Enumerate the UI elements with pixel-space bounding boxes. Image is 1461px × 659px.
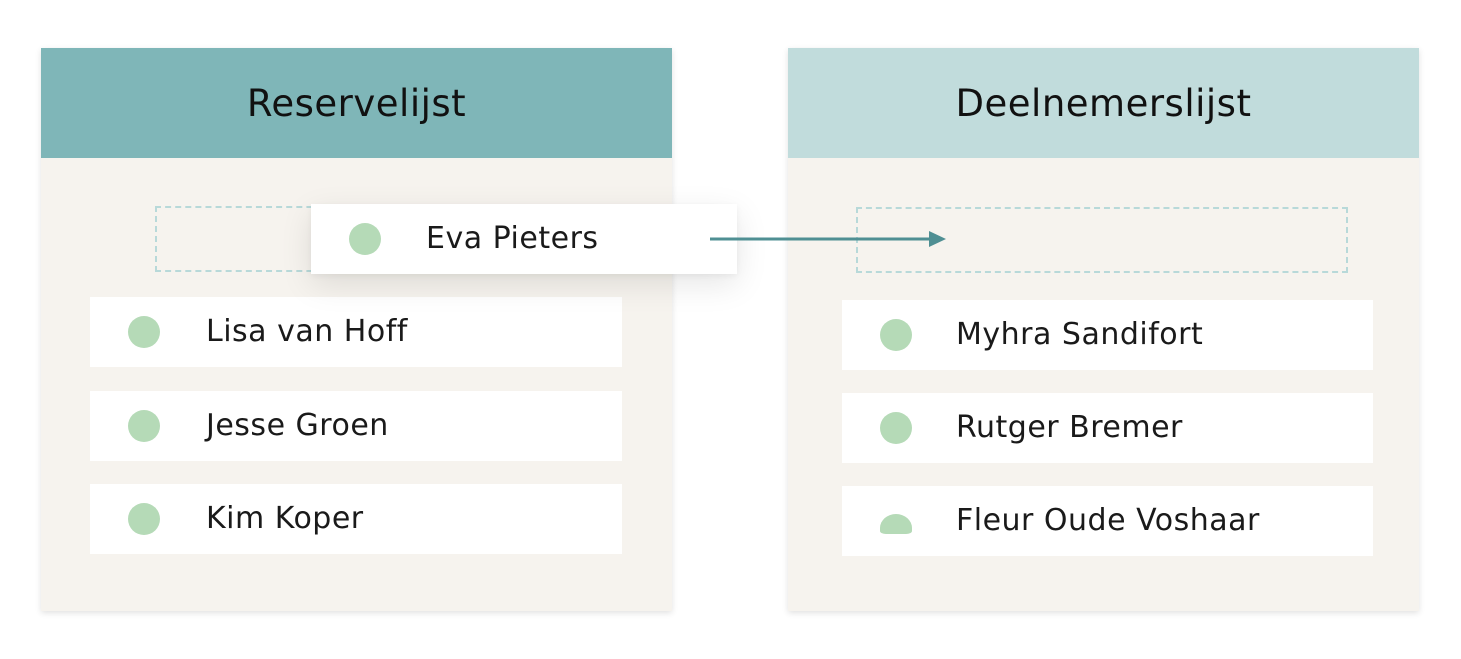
- dragged-item-name: Eva Pieters: [426, 221, 599, 256]
- participant-list-title: Deelnemerslijst: [788, 48, 1419, 158]
- participant-list-panel: Deelnemerslijst Myhra Sandifort Rutger B…: [788, 48, 1419, 611]
- list-item[interactable]: Kim Koper: [90, 484, 622, 554]
- move-arrow-icon: [710, 231, 946, 247]
- status-dot-icon: [880, 412, 912, 444]
- reserve-list-panel: Reservelijst Lisa van Hoff Jesse Groen K…: [41, 48, 672, 611]
- status-dot-icon: [128, 316, 160, 348]
- list-item-name: Jesse Groen: [206, 408, 389, 443]
- list-item-name: Fleur Oude Voshaar: [956, 503, 1260, 538]
- list-item[interactable]: Lisa van Hoff: [90, 297, 622, 367]
- reserve-list-title: Reservelijst: [41, 48, 672, 158]
- status-dot-icon: [880, 319, 912, 351]
- list-item[interactable]: Rutger Bremer: [842, 393, 1373, 463]
- dragged-list-item[interactable]: Eva Pieters: [311, 204, 737, 274]
- list-item-name: Myhra Sandifort: [956, 317, 1204, 352]
- status-dot-icon: [349, 223, 381, 255]
- list-item-name: Kim Koper: [206, 501, 364, 536]
- list-item[interactable]: Myhra Sandifort: [842, 300, 1373, 370]
- status-dot-icon: [128, 503, 160, 535]
- list-item-name: Lisa van Hoff: [206, 314, 408, 349]
- list-item[interactable]: Jesse Groen: [90, 391, 622, 461]
- list-item-name: Rutger Bremer: [956, 410, 1183, 445]
- status-half-dot-icon: [880, 514, 912, 534]
- list-item[interactable]: Fleur Oude Voshaar: [842, 486, 1373, 556]
- status-dot-icon: [128, 410, 160, 442]
